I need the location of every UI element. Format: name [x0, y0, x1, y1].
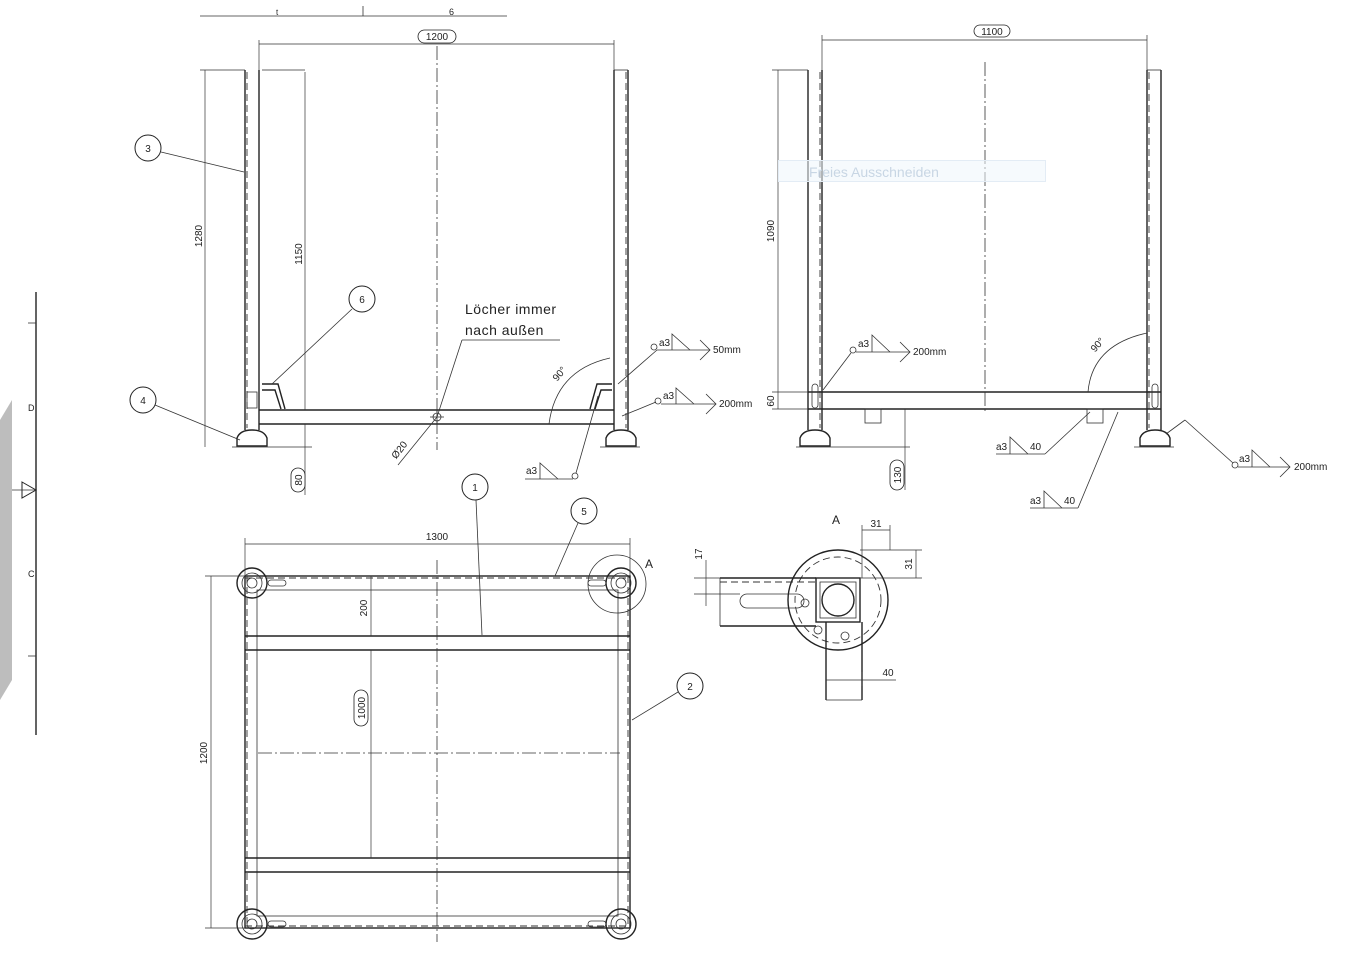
- part-bubble-6-label: 6: [359, 295, 365, 306]
- weld-symbol-front-1: a3 50mm: [617, 333, 741, 385]
- dim-front-width: 1200: [426, 32, 449, 43]
- dim-detail-31-top: 31: [870, 519, 882, 530]
- bubble-6-group: 6: [271, 285, 376, 385]
- weld-symbol-front-3: a3: [525, 395, 599, 480]
- weld-symbol-front-2: a3 200mm: [621, 387, 752, 417]
- weld-front-2-size: a3: [663, 391, 675, 402]
- ruler-mark-6: 6: [449, 7, 454, 17]
- bubble-3-group: 3: [134, 134, 245, 173]
- top-foot-tl: [236, 567, 287, 599]
- dim-detail-40: 40: [882, 668, 894, 679]
- note-holes-line2: nach außen: [465, 322, 544, 338]
- dim-front-inner: 1150: [294, 243, 305, 265]
- part-bubble-3: [134, 134, 162, 162]
- part-bubble-5-label: 5: [581, 507, 587, 518]
- detail-a-title: A: [832, 513, 840, 527]
- dim-front-foot: 80: [294, 474, 305, 486]
- ruler-letter-c: C: [28, 569, 35, 579]
- weld-side-1-length: 200mm: [913, 347, 946, 358]
- weld-side-2-length: 40: [1030, 442, 1042, 453]
- dim-top-depth: 1200: [199, 741, 210, 764]
- dim-detail-17: 17: [694, 548, 705, 560]
- part-bubble-1-label: 1: [472, 483, 478, 494]
- weld-side-2-size: a3: [996, 442, 1008, 453]
- weld-front-1-size: a3: [659, 338, 671, 349]
- dim-side-foot: 130: [893, 466, 904, 483]
- dim-top-width: 1300: [426, 532, 449, 543]
- weld-symbol-side-4: a3 200mm: [1165, 419, 1327, 478]
- part-bubble-4-label: 4: [140, 396, 146, 407]
- front-view: 1200 1280 1150 80 Ø20 Löcher immer nach …: [194, 29, 640, 495]
- bubble-1-group: 1: [461, 473, 489, 636]
- dim-front-angle: 90°: [551, 365, 569, 384]
- dim-top-1000: 1000: [357, 696, 368, 719]
- tooltip-free-cut: Freies Ausschneiden: [778, 160, 1046, 182]
- dim-top-200: 200: [359, 599, 370, 616]
- weld-side-1-size: a3: [858, 339, 870, 350]
- weld-symbol-side-2: a3 40: [996, 411, 1091, 455]
- bubble-2-group: 2: [631, 672, 704, 721]
- detail-callout-a: A: [645, 557, 653, 571]
- dim-side-base: 60: [766, 395, 777, 407]
- bubble-5-group: 5: [554, 497, 598, 577]
- weld-front-2-length: 200mm: [719, 399, 752, 410]
- sheet-edge-ruler: D C: [0, 292, 38, 735]
- dim-hole-dia: Ø20: [390, 439, 411, 461]
- top-foot-tr: [587, 554, 647, 614]
- weld-side-3-size: a3: [1030, 496, 1042, 507]
- part-bubble-3-label: 3: [145, 144, 151, 155]
- part-bubble-1: [461, 473, 489, 501]
- dim-front-height: 1280: [194, 224, 205, 247]
- part-bubble-5: [570, 497, 598, 525]
- weld-symbol-side-3: a3 40: [1030, 411, 1119, 509]
- part-bubble-2-label: 2: [687, 682, 693, 693]
- dim-side-height: 1090: [766, 219, 777, 242]
- bubble-4-group: 4: [129, 386, 241, 441]
- dim-detail-31-right: 31: [904, 558, 915, 570]
- ruler-mark-t: t: [276, 8, 279, 17]
- weld-front-3-size: a3: [526, 466, 538, 477]
- part-bubble-2: [676, 672, 704, 700]
- detail-a-view: A 31 31 17 40: [694, 513, 922, 701]
- weld-side-3-length: 40: [1064, 496, 1076, 507]
- ruler-letter-d: D: [28, 403, 35, 413]
- top-foot-br: [587, 908, 637, 940]
- top-view: 1300 1200 200 1000 A: [199, 532, 653, 942]
- note-holes-line1: Löcher immer: [465, 301, 557, 317]
- side-view: 1100 1090 60 130 90°: [766, 24, 1174, 491]
- sheet-top-ruler: t 6: [200, 6, 507, 17]
- dim-side-width: 1100: [981, 27, 1003, 38]
- weld-side-4-size: a3: [1239, 454, 1251, 465]
- top-foot-bl: [236, 908, 287, 940]
- weld-symbol-side-1: a3 200mm: [822, 334, 946, 391]
- weld-side-4-length: 200mm: [1294, 462, 1327, 473]
- part-bubble-6: [348, 285, 376, 313]
- part-bubble-4: [129, 386, 157, 414]
- dim-side-angle: 90°: [1089, 336, 1107, 355]
- weld-front-1-length: 50mm: [713, 345, 741, 356]
